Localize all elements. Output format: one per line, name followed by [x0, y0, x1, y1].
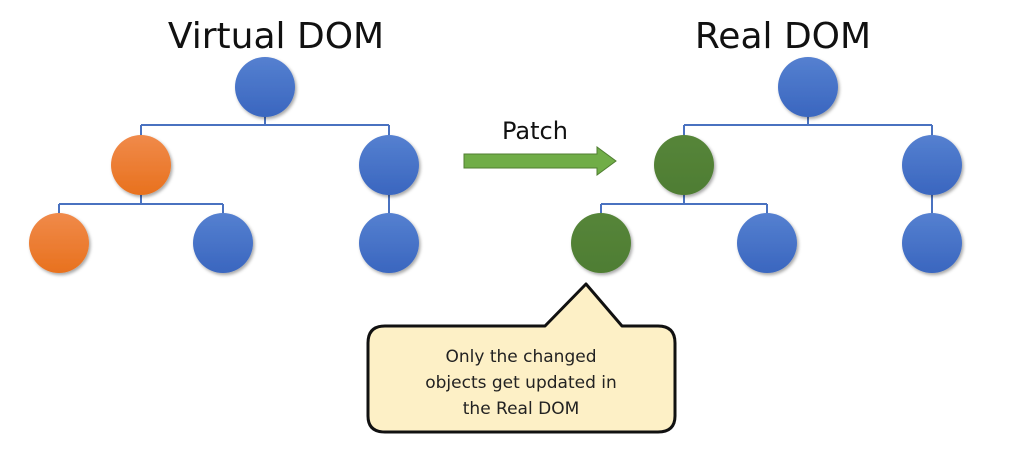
real-dom-tree [571, 57, 962, 273]
callout-bubble [366, 282, 677, 434]
tree-node-v-left-left-changed [29, 213, 89, 273]
patch-arrow-icon [463, 146, 617, 176]
callout-line-3: the Real DOM [463, 399, 580, 419]
real-dom-connectors [600, 117, 933, 213]
callout-line-1: Only the changed [446, 347, 597, 367]
virtual-dom-connectors [58, 117, 390, 213]
tree-node-r-right-child-unchanged [902, 213, 962, 273]
tree-node-r-left-right-unchanged [737, 213, 797, 273]
tree-node-r-left-updated [654, 135, 714, 195]
callout-line-2: objects get updated in [425, 373, 617, 393]
tree-node-v-left-changed [111, 135, 171, 195]
real-dom-title: Real DOM [695, 16, 871, 57]
tree-node-v-left-right-unchanged [193, 213, 253, 273]
tree-node-r-right-unchanged [902, 135, 962, 195]
tree-node-r-left-left-updated [571, 213, 631, 273]
virtual-dom-title: Virtual DOM [168, 16, 384, 57]
patch-label: Patch [502, 117, 568, 145]
tree-node-v-right-unchanged [359, 135, 419, 195]
virtual-dom-tree [29, 57, 419, 273]
tree-node-v-root-unchanged [235, 57, 295, 117]
tree-node-v-right-child-unchanged [359, 213, 419, 273]
tree-node-r-root-unchanged [778, 57, 838, 117]
